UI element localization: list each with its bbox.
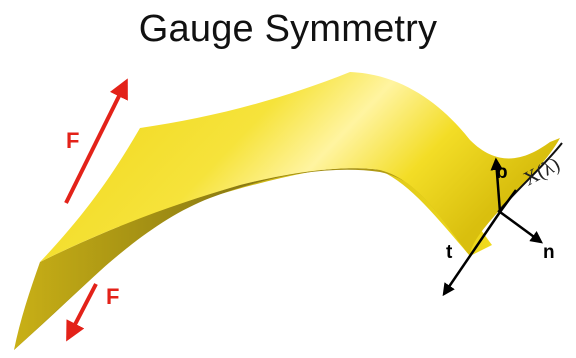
force-label-lower: F	[106, 284, 119, 309]
tangent-label: t	[446, 242, 453, 263]
force-arrow-upper	[64, 78, 128, 204]
tangent-arrow	[442, 211, 502, 297]
binormal-arrow	[490, 157, 503, 213]
surface-top-sheet	[40, 72, 560, 262]
surface-underside	[14, 168, 470, 350]
normal-label: n	[543, 242, 555, 263]
diagram-title: Gauge Symmetry	[138, 8, 438, 50]
force-arrow-lower	[66, 283, 98, 342]
force-label-upper: F	[66, 128, 79, 153]
binormal-label: b	[496, 162, 508, 183]
normal-arrow	[499, 210, 544, 244]
tangent-back-stub	[498, 189, 518, 213]
